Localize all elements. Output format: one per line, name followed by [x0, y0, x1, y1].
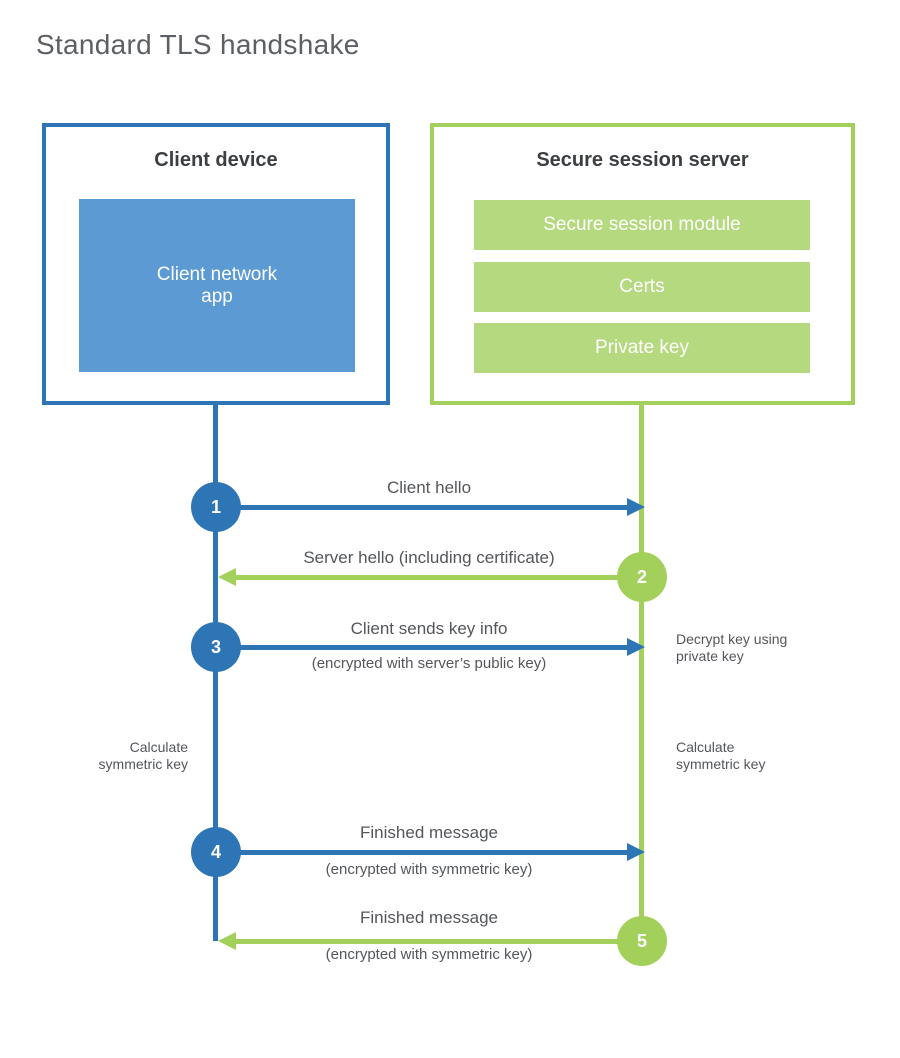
step-1-badge: 1: [191, 482, 241, 532]
step-2-badge: 2: [617, 552, 667, 602]
step-5-arrowhead-icon: [218, 932, 236, 950]
step-5-label: Finished message: [360, 908, 498, 927]
step-1-label: Client hello: [386, 478, 472, 497]
step-3-arrowhead-icon: [627, 638, 645, 656]
step-5-badge: 5: [617, 916, 667, 966]
step-5-arrow-shaft: [236, 939, 634, 944]
server-module-secure-session-label: Secure session module: [543, 214, 741, 235]
client-network-app-label: Client network app: [156, 263, 278, 307]
step-2-arrowhead-icon: [218, 568, 236, 586]
server-module-certs: Certs: [474, 262, 810, 312]
server-lifeline: [639, 405, 644, 941]
server-module-private-key-label: Private key: [595, 337, 689, 358]
client-lifeline: [213, 405, 218, 941]
step-4-arrowhead-icon: [627, 843, 645, 861]
server-module-certs-label: Certs: [619, 276, 665, 297]
secure-session-server-heading: Secure session server: [536, 149, 749, 171]
step-2-arrow-shaft: [236, 575, 634, 580]
step-4-sublabel: (encrypted with symmetric key): [325, 861, 533, 878]
step-3-sublabel: (encrypted with server’s public key): [311, 655, 547, 672]
step-5-sublabel: (encrypted with symmetric key): [325, 946, 533, 963]
client-network-app-block: Client network app: [79, 199, 355, 372]
note-decrypt-key: Decrypt key using private key: [676, 631, 788, 664]
step-3-label: Client sends key info: [350, 619, 508, 638]
client-device-heading: Client device: [154, 149, 278, 171]
step-3-badge: 3: [191, 622, 241, 672]
step-2-label: Server hello (including certificate): [303, 548, 555, 567]
server-module-private-key: Private key: [474, 323, 810, 373]
step-1-arrowhead-icon: [627, 498, 645, 516]
step-4-badge: 4: [191, 827, 241, 877]
note-calculate-symmetric-server: Calculate symmetric key: [676, 739, 766, 772]
diagram-title: Standard TLS handshake: [36, 29, 360, 60]
step-4-arrow-shaft: [230, 850, 628, 855]
step-1-arrow-shaft: [230, 505, 628, 510]
step-3-arrow-shaft: [230, 645, 628, 650]
note-calculate-symmetric-client: Calculate symmetric key: [98, 739, 188, 772]
step-4-label: Finished message: [360, 823, 498, 842]
server-module-secure-session: Secure session module: [474, 200, 810, 250]
